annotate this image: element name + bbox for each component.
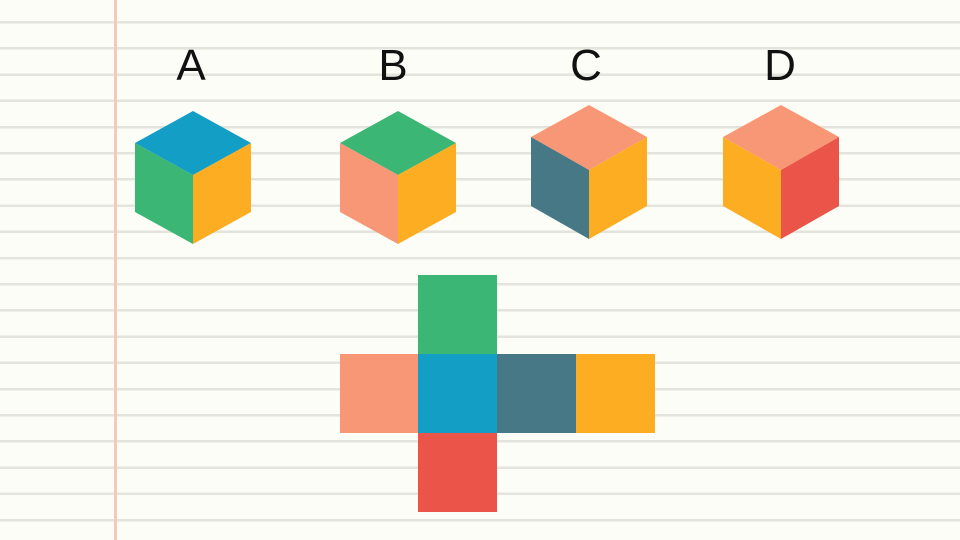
cube-face-left	[135, 143, 193, 244]
cube-face-top	[723, 105, 839, 170]
cube-net-diagram	[340, 275, 655, 512]
cube-d-icon	[723, 105, 839, 239]
net-face-row-2	[418, 354, 497, 433]
net-face-row-3	[497, 354, 576, 433]
net-face-row-1	[340, 354, 419, 433]
cube-face-top	[531, 105, 647, 170]
option-c-label: C	[570, 41, 602, 90]
cube-face-left	[531, 137, 589, 239]
option-a-label: A	[176, 41, 206, 90]
cube-face-right	[193, 143, 251, 244]
net-face-bottom	[418, 433, 497, 512]
net-face-top	[418, 275, 497, 354]
cube-face-left	[340, 143, 398, 244]
option-b-label: B	[378, 41, 408, 90]
cube-face-left	[723, 137, 781, 239]
option-d-label: D	[764, 41, 796, 90]
cube-b-icon	[340, 111, 456, 244]
notebook-margin-line	[114, 0, 117, 540]
cube-face-right	[589, 137, 647, 239]
cube-face-right	[781, 137, 839, 239]
cube-a-icon	[135, 111, 251, 244]
cube-face-right	[398, 143, 456, 244]
net-face-row-4	[576, 354, 655, 433]
cube-c-icon	[531, 105, 647, 239]
